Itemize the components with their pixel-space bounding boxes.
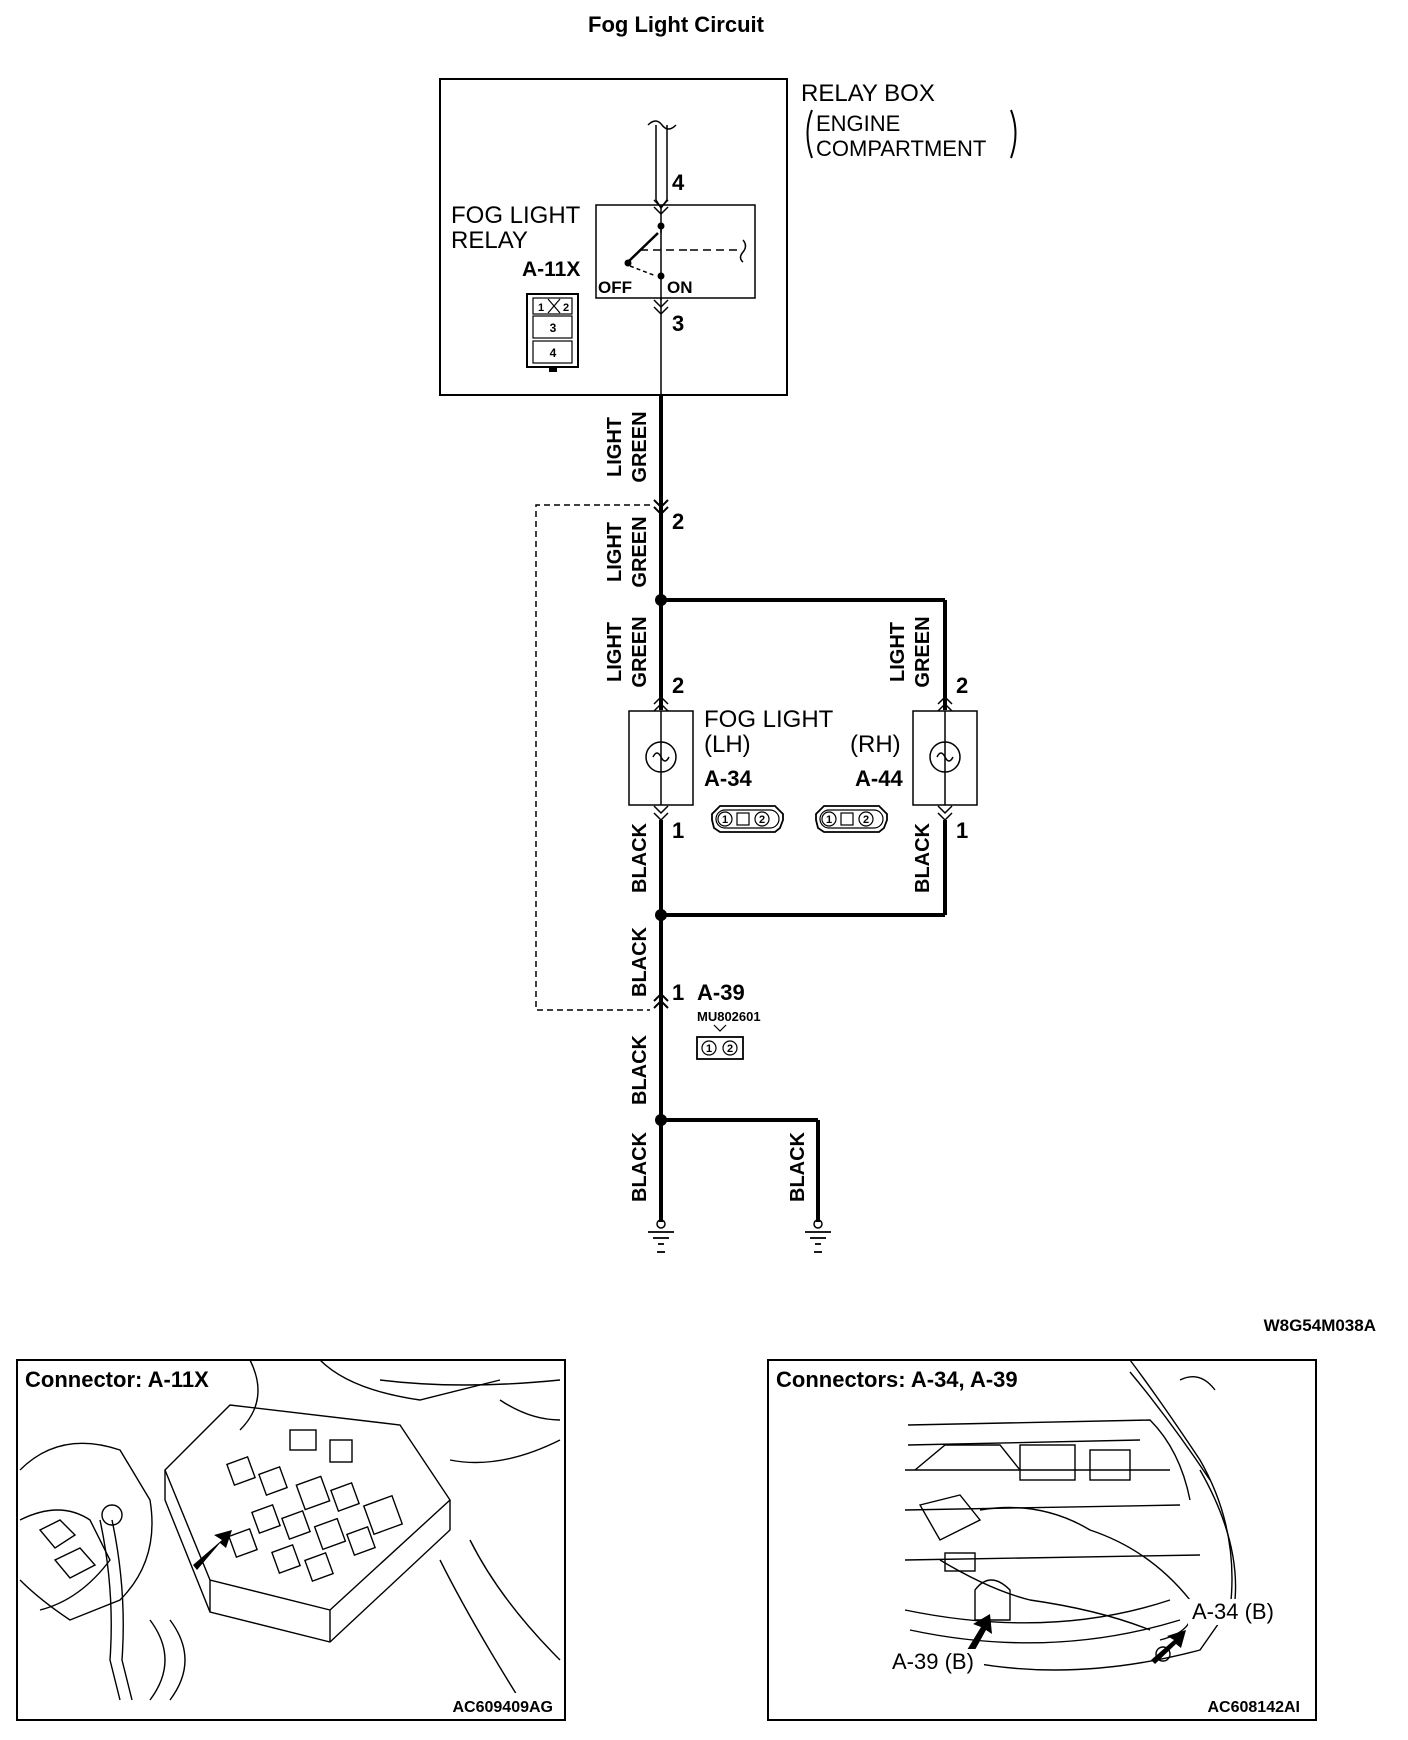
svg-text:3: 3	[550, 321, 557, 335]
a39-connector-face: 1 2	[696, 1024, 744, 1060]
a39-pin-1: 1	[672, 980, 684, 1005]
wire-label-green: GREEN	[629, 411, 651, 482]
wire-label-green: GREEN	[629, 516, 651, 587]
panel-a34-a39-code: AC608142AI	[1208, 1699, 1301, 1716]
panel-a11x-title: Connector: A-11X	[25, 1367, 209, 1392]
relay-pin-4: 4	[672, 170, 685, 195]
relay-label-line1: FOG LIGHT	[451, 202, 581, 229]
a39-part-number: MU802601	[697, 1009, 761, 1024]
wire-label-green: GREEN	[629, 616, 651, 687]
relay-coil-symbol	[739, 239, 747, 263]
connector-chevron	[937, 805, 953, 822]
wire-label-black: BLACK	[629, 926, 651, 997]
ground-symbol-left	[648, 1219, 674, 1253]
paren-left	[806, 109, 813, 159]
rh-pin-1: 1	[956, 818, 968, 843]
connector-location-panel-a11x: Connector: A-11X AC609409AG	[16, 1359, 566, 1721]
fog-light-rh-connector: A-44	[855, 766, 903, 791]
connector-chevron	[937, 695, 953, 712]
connector-chevron	[653, 805, 669, 822]
svg-text:1: 1	[826, 814, 832, 826]
ground-symbol-right	[805, 1219, 831, 1253]
a39-connector-id: A-39	[697, 980, 745, 1005]
svg-text:1: 1	[706, 1043, 712, 1055]
wire-label-black: BLACK	[629, 1131, 651, 1202]
svg-text:4: 4	[550, 346, 557, 360]
wire-label-light: LIGHT	[604, 417, 626, 477]
relay-box-location-line1: ENGINE	[816, 111, 900, 136]
svg-text:2: 2	[563, 302, 569, 314]
wire-break-symbol	[647, 120, 677, 130]
connector-location-panel-a34-a39: Connectors: A-34, A-39 A-34 (B) A-39 (B)…	[767, 1359, 1317, 1721]
connector-chevron	[653, 695, 669, 712]
trunk-pin-2: 2	[672, 509, 684, 534]
relay-box-label: RELAY BOX	[801, 80, 935, 107]
lh-pin-1: 1	[672, 818, 684, 843]
wire-label-green: GREEN	[912, 616, 934, 687]
panel-a34-a39-title: Connectors: A-34, A-39	[776, 1367, 1018, 1392]
wire-label-light: LIGHT	[604, 522, 626, 582]
wire-label-black: BLACK	[787, 1131, 809, 1202]
relay-box-outline	[439, 78, 788, 396]
fog-light-rh-side: (RH)	[850, 731, 901, 758]
engine-bay-illustration	[19, 1359, 561, 1701]
a11x-connector-face: 1 2 3 4	[526, 293, 579, 372]
svg-text:1: 1	[538, 302, 544, 314]
wire-label-black: BLACK	[629, 822, 651, 893]
relay-off-label: OFF	[598, 278, 632, 297]
relay-switch-arm	[627, 232, 659, 263]
relay-box-location-line2: COMPARTMENT	[816, 136, 986, 161]
relay-connector-id: A-11X	[522, 258, 580, 281]
lamp-symbol-lh	[645, 741, 677, 773]
wire-label-light: LIGHT	[887, 622, 909, 682]
lamp-symbol-rh	[929, 741, 961, 773]
location-arrow-a34	[1151, 1630, 1186, 1664]
connector-chevron	[653, 992, 669, 1009]
shield-dashed-loop	[535, 504, 650, 1011]
paren-right	[1010, 109, 1017, 159]
a44-connector-face: 1 2	[815, 805, 888, 833]
location-arrow	[193, 1530, 232, 1570]
panel-a11x-code: AC609409AG	[453, 1699, 554, 1716]
svg-text:2: 2	[759, 814, 765, 826]
a34-connector-face: 1 2	[711, 805, 784, 833]
callout-a39: A-39 (B)	[892, 1649, 974, 1674]
wire-label-light: LIGHT	[604, 622, 626, 682]
relay-contact-on	[657, 272, 665, 280]
diagram-title: Fog Light Circuit	[588, 12, 765, 37]
relay-on-label: ON	[667, 278, 693, 297]
svg-text:2: 2	[727, 1043, 733, 1055]
rh-pin-2: 2	[956, 673, 968, 698]
svg-text:2: 2	[863, 814, 869, 826]
connector-chevron	[653, 499, 669, 516]
connector-chevron	[653, 199, 669, 216]
location-arrow-a39	[964, 1614, 992, 1659]
fog-light-label: FOG LIGHT	[704, 706, 834, 733]
wire-label-black: BLACK	[912, 822, 934, 893]
callout-a34: A-34 (B)	[1192, 1599, 1274, 1624]
front-bumper-illustration	[904, 1359, 1237, 1671]
figure-code: W8G54M038A	[1264, 1316, 1376, 1335]
fog-light-lh-side: (LH)	[704, 731, 751, 758]
wire-label-black: BLACK	[629, 1034, 651, 1105]
relay-body	[595, 204, 756, 299]
relay-pin-3: 3	[672, 311, 684, 336]
lh-pin-2: 2	[672, 673, 684, 698]
svg-text:1: 1	[722, 814, 728, 826]
fog-light-lh-connector: A-34	[704, 766, 752, 791]
relay-label-line2: RELAY	[451, 227, 528, 254]
